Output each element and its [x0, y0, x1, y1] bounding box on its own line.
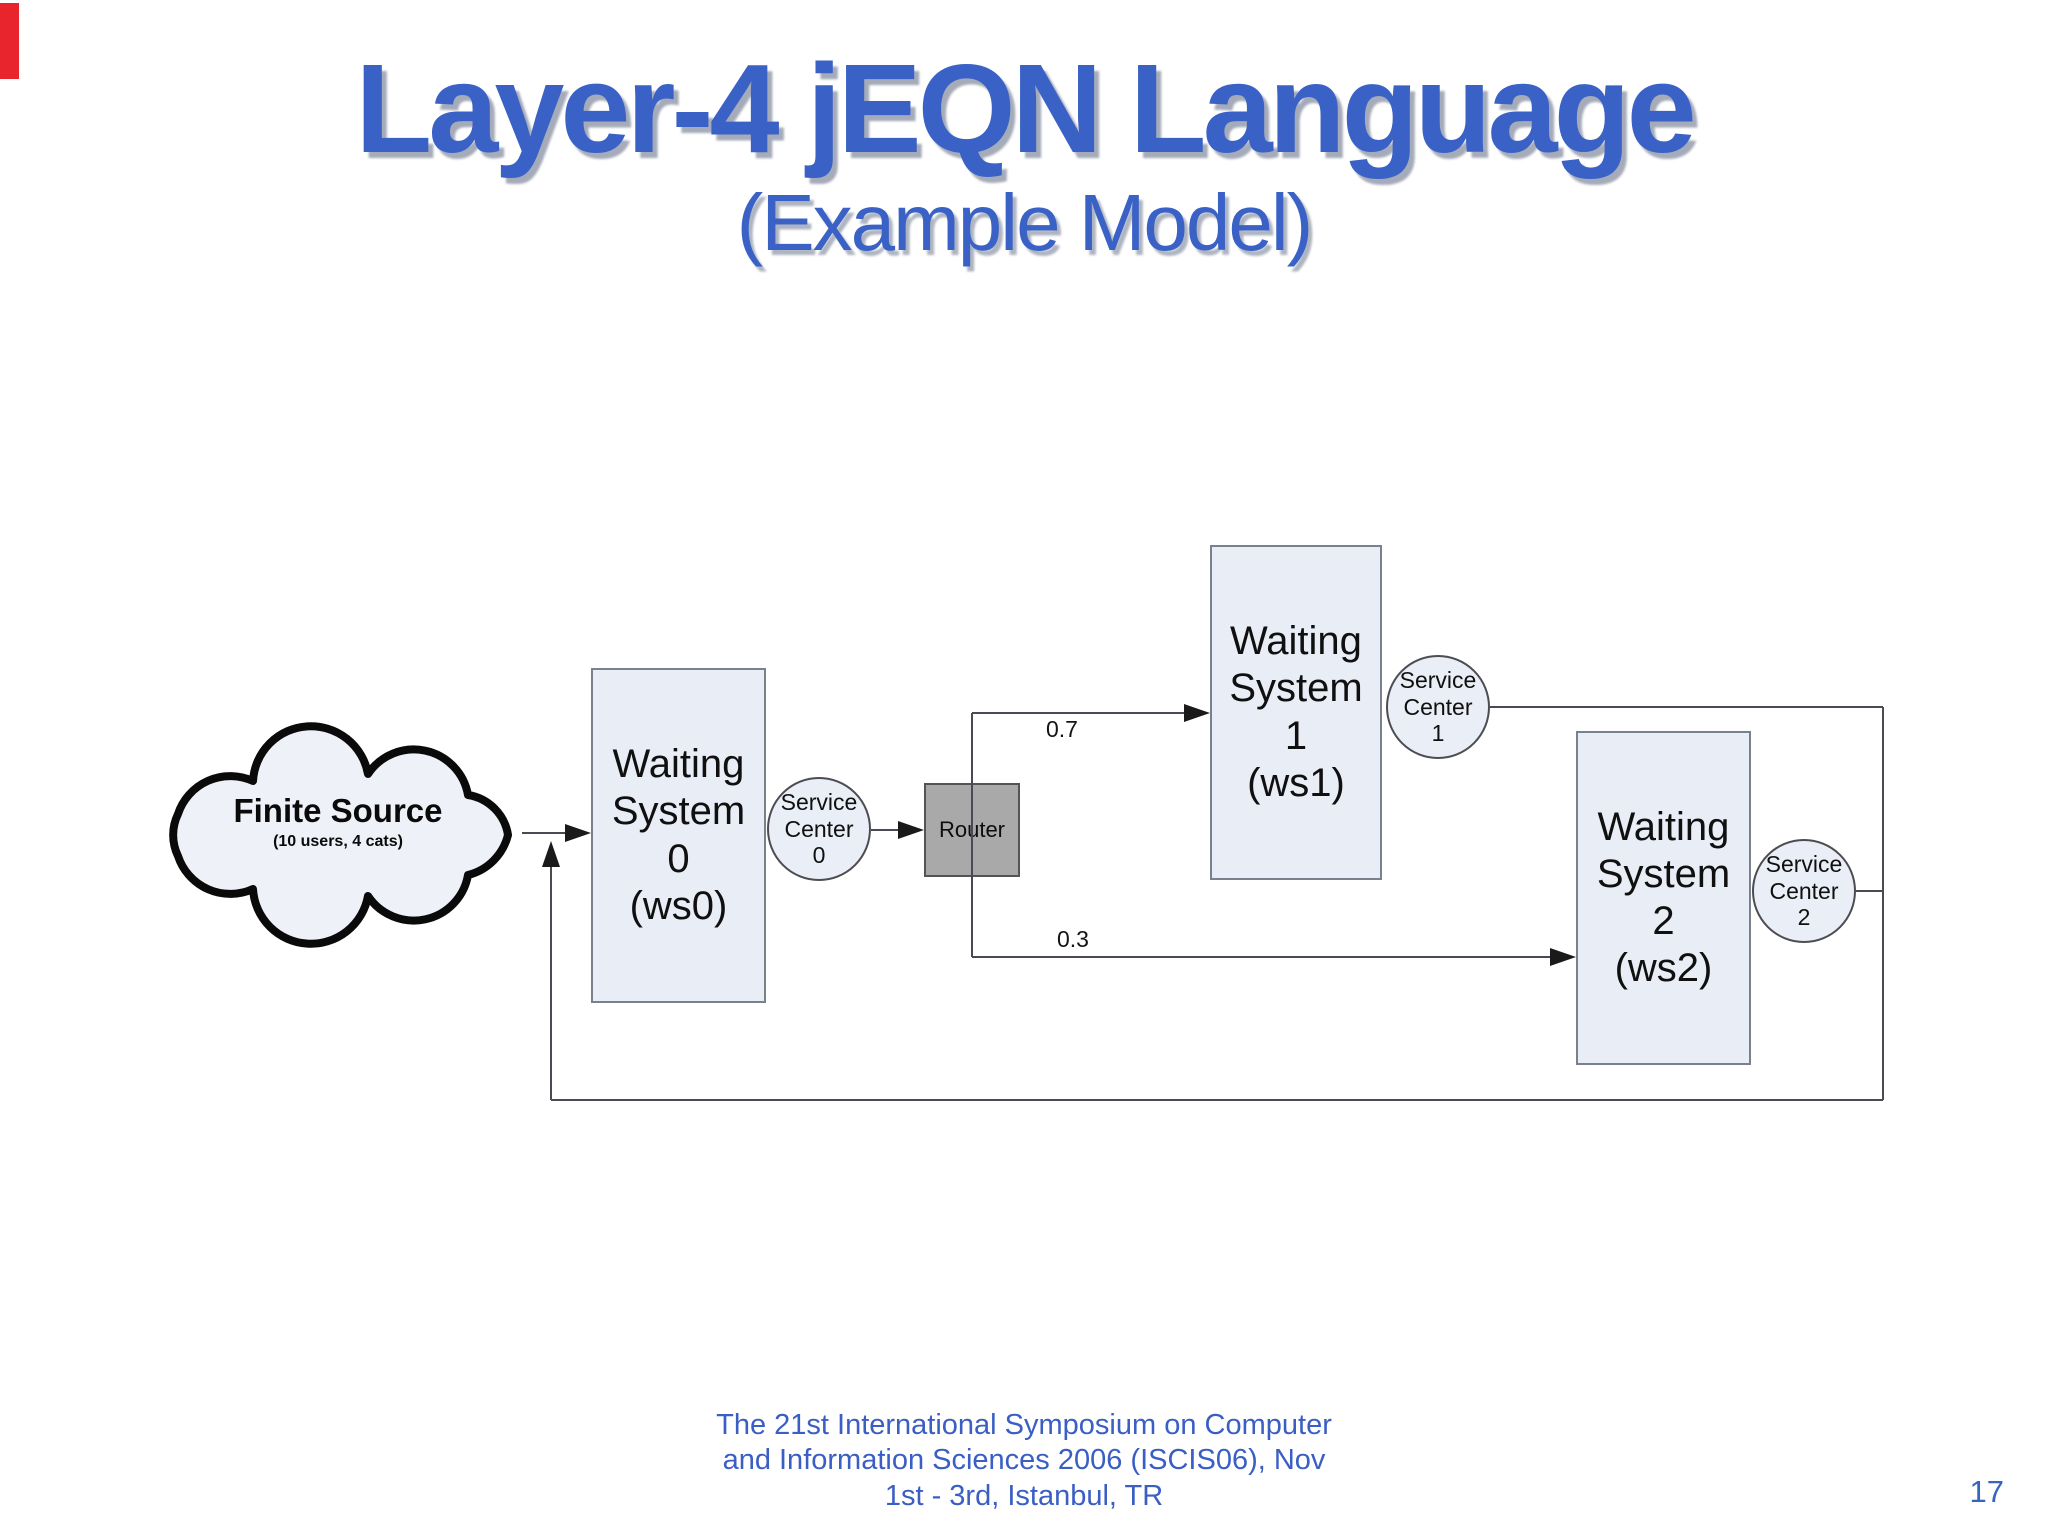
arrowhead-feedback-up [542, 841, 560, 867]
service-center-1-node: Service Center 1 [1386, 655, 1490, 759]
waiting-system-0-box: Waiting System 0 (ws0) [591, 668, 766, 1003]
service-center-0-node: Service Center 0 [767, 777, 871, 881]
probability-label-ws1: 0.7 [1046, 716, 1078, 742]
finite-source-label: Finite Source (10 users, 4 cats) [160, 792, 516, 851]
page-number: 17 [1969, 1474, 2004, 1509]
slide-heading: Layer-4 jEQN Language (Example Model) [0, 38, 2048, 267]
arrowhead-into-router [898, 821, 924, 839]
arrowhead-into-ws0 [565, 824, 591, 842]
finite-source-name: Finite Source [233, 792, 443, 829]
footer-conference-info: The 21st International Symposium on Comp… [716, 1409, 1332, 1512]
waiting-system-2-box: Waiting System 2 (ws2) [1576, 731, 1751, 1065]
slide-edge-red-marker [0, 3, 19, 79]
arrowhead-into-ws1 [1184, 704, 1210, 722]
page-subtitle: (Example Model) [736, 177, 1314, 267]
service-center-2-node: Service Center 2 [1752, 839, 1856, 943]
page-title: Layer-4 jEQN Language [355, 38, 1696, 179]
probability-label-ws2: 0.3 [1057, 926, 1089, 952]
router-node: Router [924, 783, 1020, 877]
finite-source-detail: (10 users, 4 cats) [273, 833, 403, 850]
waiting-system-1-box: Waiting System 1 (ws1) [1210, 545, 1382, 880]
arrowhead-into-ws2 [1550, 948, 1576, 966]
